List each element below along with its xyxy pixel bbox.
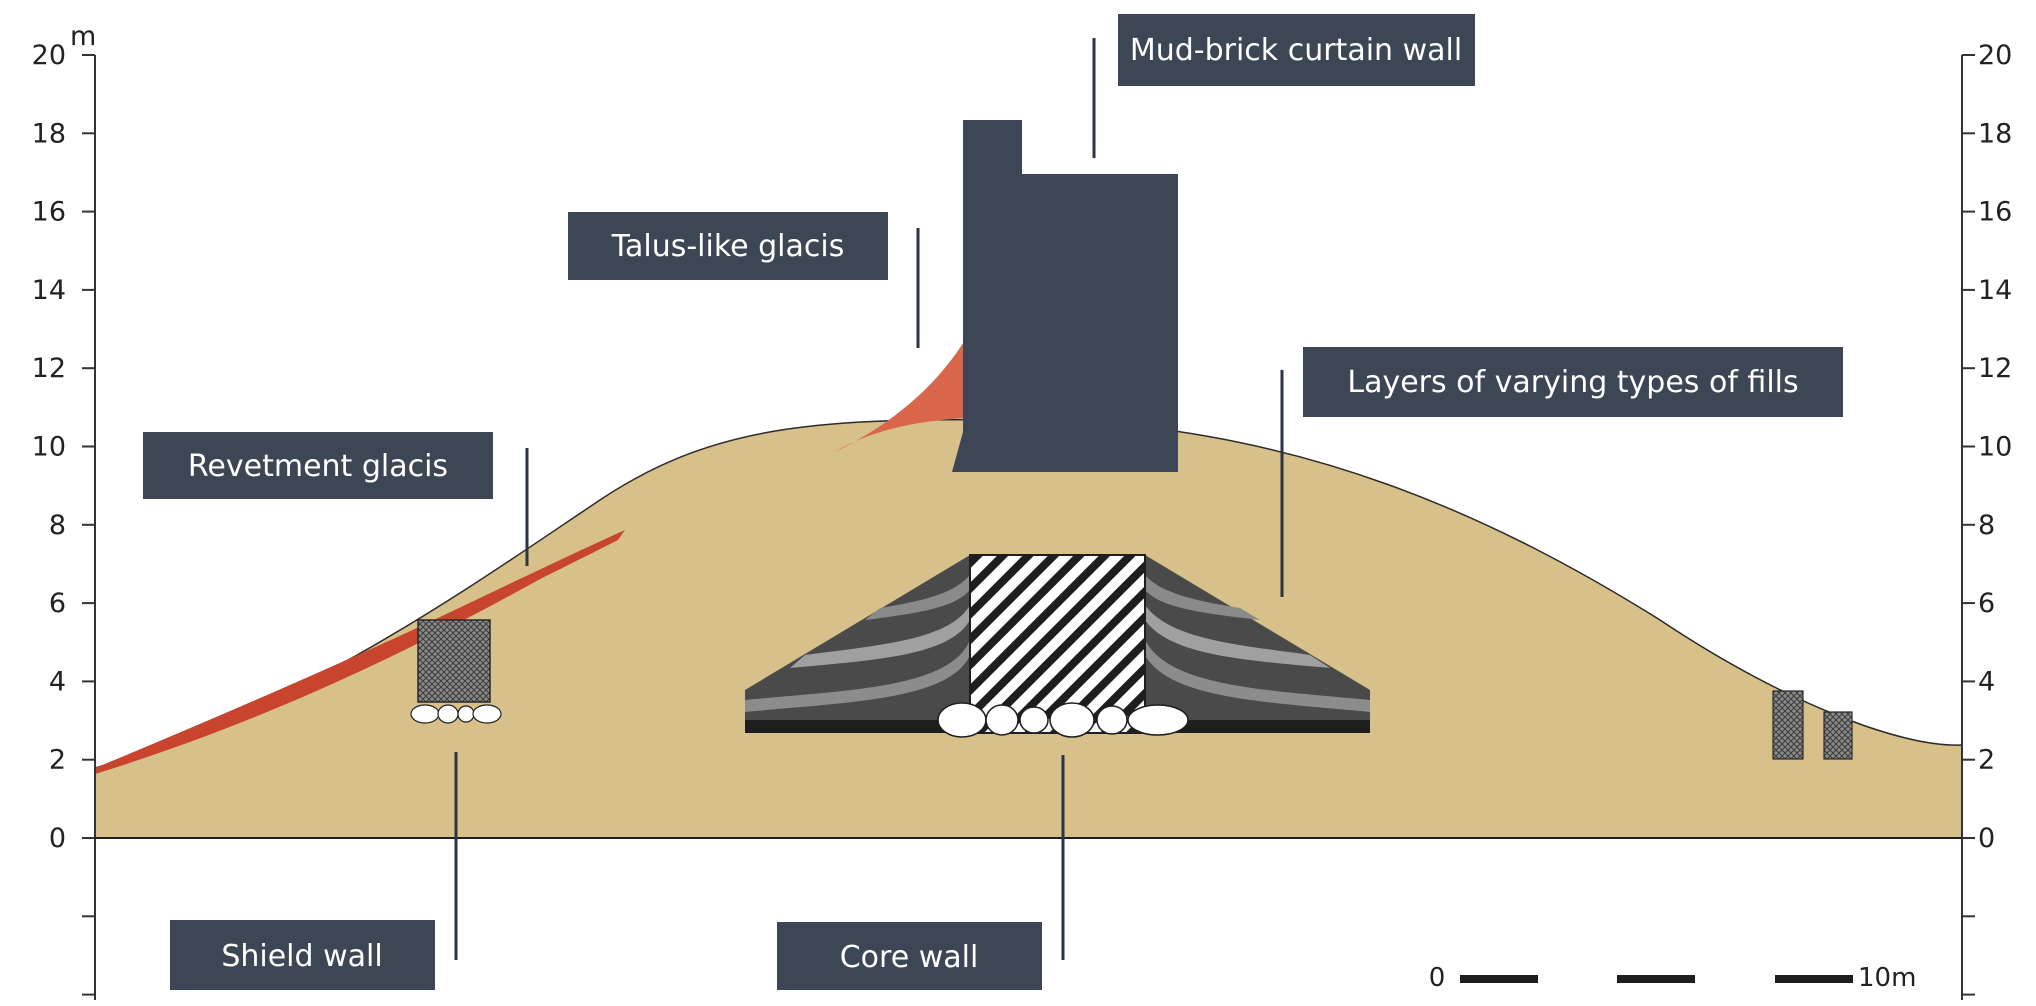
leader-lines	[454, 38, 1284, 960]
right-axis-tick-label: 14	[1978, 275, 2012, 306]
label-curtain-wall: Mud-brick curtain wall	[1118, 14, 1475, 86]
svg-text:Core wall: Core wall	[840, 940, 979, 975]
left-axis-tick-label: 10	[32, 432, 66, 463]
svg-text:Revetment glacis: Revetment glacis	[188, 449, 448, 484]
left-axis-tick-label: 16	[32, 197, 66, 228]
outer-wall-fragment-2	[1823, 711, 1853, 760]
svg-text:0: 0	[1429, 963, 1446, 993]
right-axis-tick-label: 18	[1978, 118, 2012, 149]
left-axis-tick-label: 0	[49, 823, 66, 854]
revetment-glacis-band	[95, 530, 625, 774]
core-wall-fill-layers	[745, 554, 1370, 734]
label-revetment-glacis: Revetment glacis	[143, 432, 493, 499]
left-axis-tick-label: 6	[49, 588, 66, 619]
shield-wall-stone-foundation	[410, 704, 502, 724]
right-axis-tick-label: 12	[1978, 353, 2012, 384]
right-axis-tick-label: 8	[1978, 510, 1995, 541]
right-axis-tick-label: 10	[1978, 432, 2012, 463]
axis-unit-label: m	[70, 21, 96, 52]
label-talus-glacis: Talus-like glacis	[568, 212, 888, 280]
shield-wall	[417, 619, 491, 703]
right-axis-tick-label: 0	[1978, 823, 1995, 854]
outer-wall-fragment-1	[1772, 690, 1804, 760]
svg-text:10m: 10m	[1858, 963, 1916, 993]
left-axis-tick-label: 4	[49, 666, 66, 697]
left-axis-tick-label: 14	[32, 275, 66, 306]
label-fill-layers: Layers of varying types of fills	[1303, 347, 1843, 417]
core-wall-stone-foundation	[937, 702, 1189, 738]
right-axis-tick-label: 4	[1978, 666, 1995, 697]
talus-glacis	[835, 340, 970, 452]
left-axis-tick-label: 12	[32, 353, 66, 384]
svg-text:Talus-like glacis: Talus-like glacis	[611, 229, 845, 264]
left-axis-tick-label: 8	[49, 510, 66, 541]
left-axis-tick-label: 2	[49, 745, 66, 776]
mud-brick-curtain-wall	[952, 120, 1178, 472]
label-shield-wall: Shield wall	[170, 920, 435, 990]
left-axis-tick-label: 18	[32, 118, 66, 149]
right-axis-tick-label: 2	[1978, 745, 1995, 776]
left-axis-tick-label: 20	[32, 40, 66, 71]
right-axis-tick-label: 20	[1978, 40, 2012, 71]
svg-text:Layers of varying types of fil: Layers of varying types of fills	[1347, 365, 1798, 400]
svg-text:Mud-brick curtain wall: Mud-brick curtain wall	[1130, 33, 1462, 68]
right-axis-tick-label: 16	[1978, 197, 2012, 228]
svg-text:Shield wall: Shield wall	[221, 939, 382, 974]
scale-bar: 0 10m	[1429, 963, 1917, 993]
label-core-wall: Core wall	[777, 922, 1042, 990]
right-axis-tick-label: 6	[1978, 588, 1995, 619]
